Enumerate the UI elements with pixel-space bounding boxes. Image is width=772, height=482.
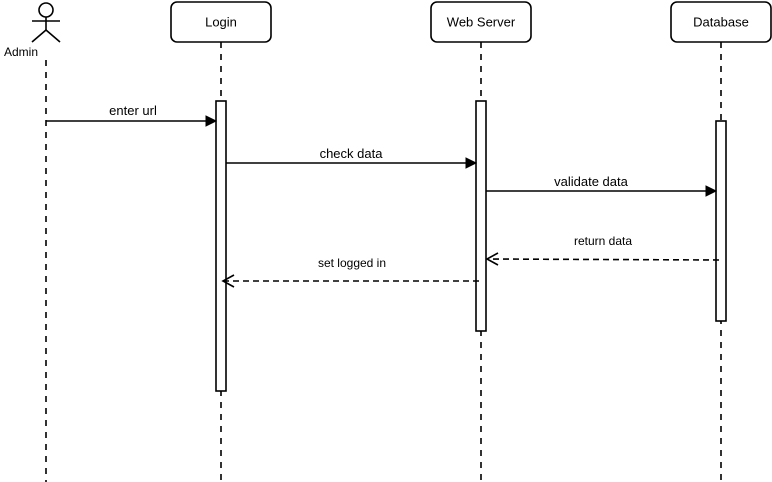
message-enter-url: enter url <box>46 103 218 127</box>
stick-figure-icon <box>31 2 61 43</box>
activation-webserver <box>475 100 487 332</box>
message-set-logged-in: set logged in <box>221 256 479 288</box>
message-label-set-logged-in: set logged in <box>318 256 386 270</box>
actor-label: Admin <box>4 45 38 59</box>
message-validate-data: validate data <box>486 174 718 197</box>
activation-login <box>215 100 227 392</box>
message-label-check-data: check data <box>320 146 384 161</box>
open-arrowhead-icon <box>485 252 499 266</box>
arrowhead-icon <box>705 185 718 197</box>
participant-label-login: Login <box>205 15 237 30</box>
participant-label-webserver: Web Server <box>447 15 516 30</box>
arrowhead-icon <box>205 115 218 127</box>
participant-webserver: Web Server <box>430 1 532 43</box>
participant-label-database: Database <box>693 15 749 30</box>
arrowhead-icon <box>465 157 478 169</box>
open-arrowhead-icon <box>221 274 235 288</box>
message-check-data: check data <box>226 146 478 169</box>
participant-login: Login <box>170 1 272 43</box>
message-label-enter-url: enter url <box>109 103 157 118</box>
message-label-validate-data: validate data <box>554 174 628 189</box>
activation-database <box>715 120 727 322</box>
message-label-return-data: return data <box>574 234 632 248</box>
participant-database: Database <box>670 1 772 43</box>
message-return-data: return data <box>485 234 720 266</box>
actor-admin: Admin <box>4 2 61 59</box>
